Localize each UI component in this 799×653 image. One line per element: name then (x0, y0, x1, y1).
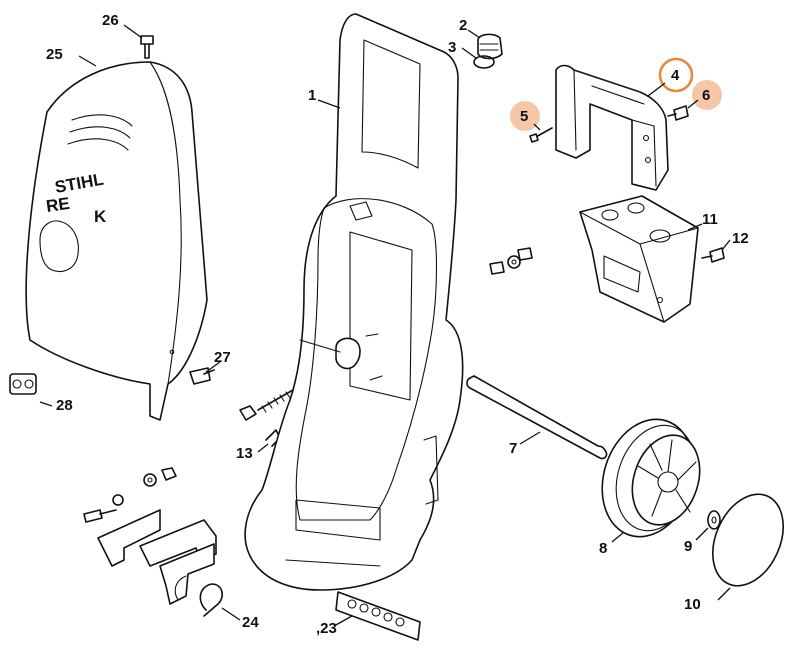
callout-10: 10 (684, 596, 701, 613)
cover-model-text-a: RE (45, 194, 71, 216)
screw-12 (701, 247, 725, 263)
callout-4-ring (658, 57, 694, 93)
screw-25 (189, 367, 215, 385)
callout-labels: 26 25 2 3 1 4 5 6 11 12 27 28 13 7 8 9 1… (46, 12, 749, 637)
callout-9: 9 (684, 538, 692, 555)
axle-7 (466, 375, 608, 460)
callout-7: 7 (509, 440, 517, 457)
callout-24: 26 (102, 12, 119, 29)
callout-2: 2 (459, 17, 467, 34)
mounting-bracket (97, 509, 217, 605)
main-frame (244, 13, 464, 591)
wheel-8 (601, 418, 701, 538)
bracket-11 (579, 195, 699, 323)
cap-2 (477, 33, 503, 60)
screw-5 (529, 127, 553, 143)
callout-3: 3 (448, 39, 456, 56)
callout-6: 6 (702, 87, 710, 104)
callout-12: 12 (732, 230, 749, 247)
callout-11: 11 (702, 211, 718, 228)
small-hardware-middle (489, 247, 533, 275)
callout-26: 28 (56, 397, 73, 414)
callout-28: 24 (242, 614, 259, 631)
callout-25: 27 (214, 349, 231, 366)
small-hardware-left (83, 467, 177, 523)
handle-bracket-4 (555, 64, 669, 191)
o-ring-3 (473, 55, 495, 69)
callout-4: 4 (671, 67, 680, 84)
washer-9 (707, 510, 721, 530)
callout-27: ,23 (316, 620, 337, 637)
callout-1: 1 (308, 87, 316, 104)
callout-5-highlight (510, 101, 540, 131)
front-cover: STIHL RE K (25, 61, 208, 421)
leader-lines (39, 24, 731, 627)
cable-tie-28 (199, 583, 224, 617)
screw-6 (667, 105, 689, 121)
callout-6-highlight (692, 80, 722, 110)
warning-label-27 (335, 591, 421, 641)
hub-cap-10 (712, 493, 784, 587)
screw-24 (140, 35, 154, 59)
callout-23: 25 (46, 46, 63, 63)
callout-8: 8 (599, 540, 607, 557)
cover-model-text-b: K (94, 207, 107, 226)
grommet-26 (9, 373, 37, 395)
callout-13: 13 (236, 445, 253, 462)
callout-5: 5 (520, 108, 528, 125)
